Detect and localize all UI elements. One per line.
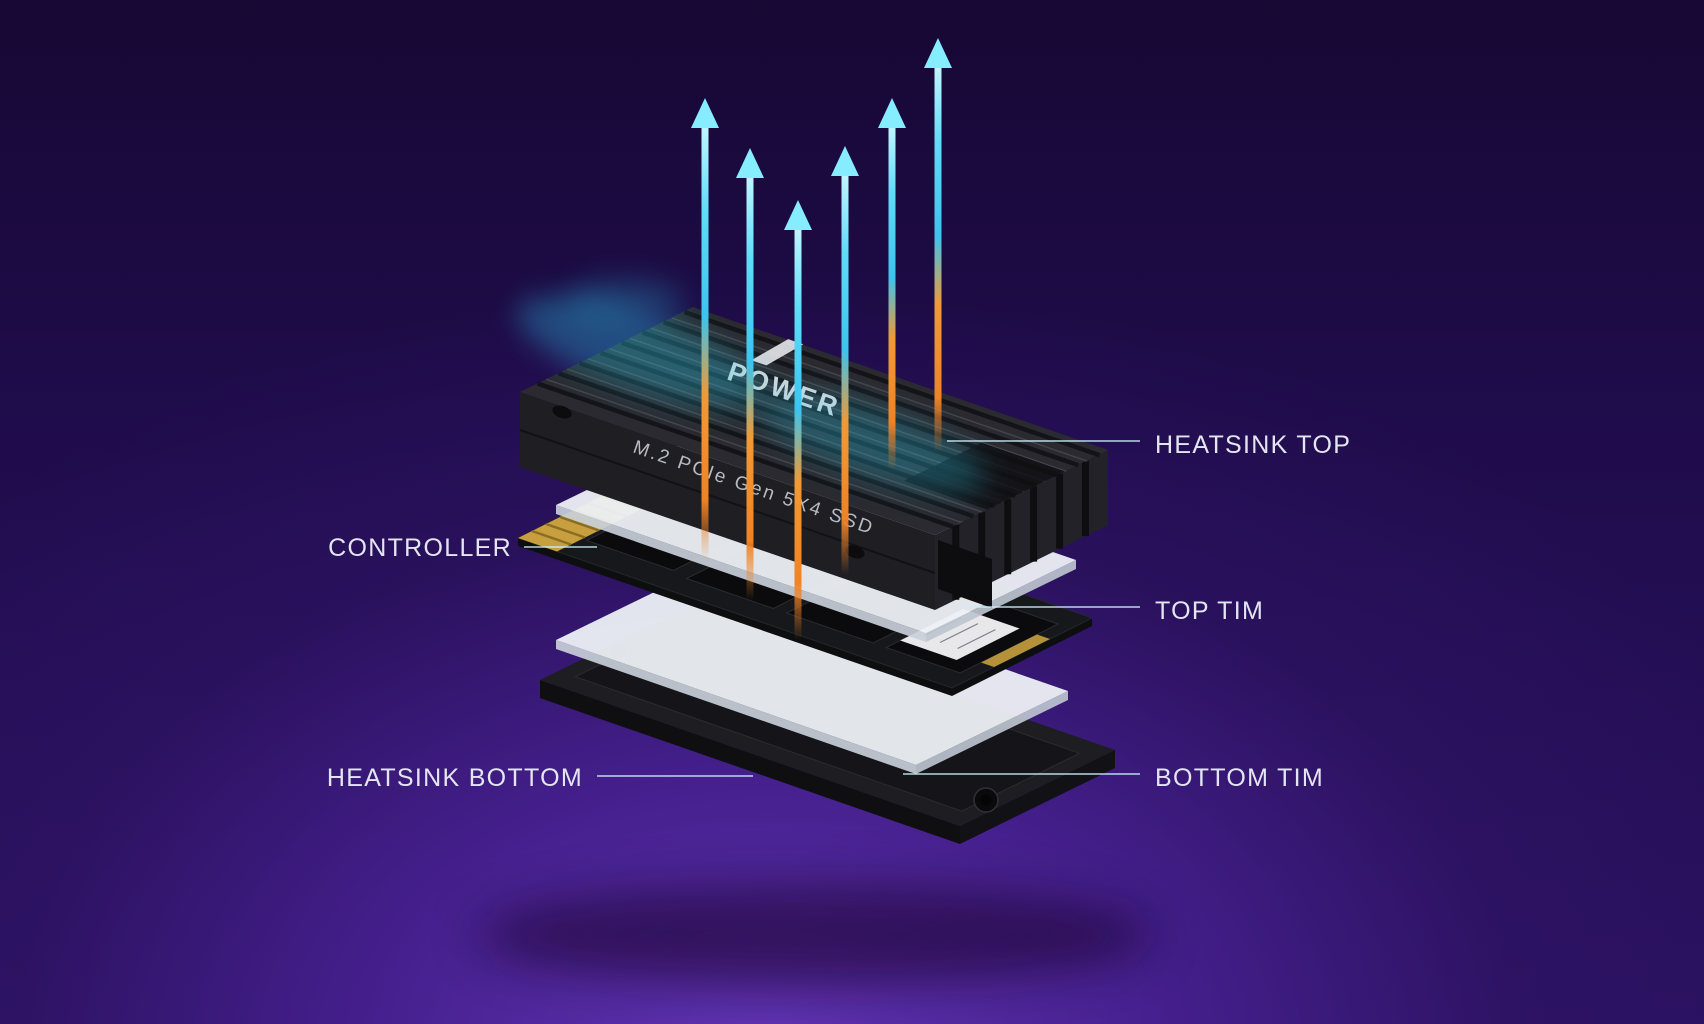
heat-flow-arrows — [691, 38, 952, 640]
callout-label-bottom-tim: BOTTOM TIM — [1155, 764, 1325, 792]
floor-reflection — [475, 883, 1155, 987]
bottom-tim-layer — [556, 566, 1068, 774]
heat-arrow — [691, 98, 719, 560]
heatsink-step-notch — [903, 442, 1065, 510]
callout-lines — [524, 440, 1140, 777]
bottom-tim-pad — [556, 566, 1068, 765]
screw-hole-right-inner — [980, 794, 992, 806]
pcb-label-sticker — [900, 609, 1020, 660]
top-tim-right-edge — [926, 560, 1076, 642]
callout-label-controller: CONTROLLER — [328, 534, 512, 562]
pcb-right-gold-pad — [981, 634, 1050, 667]
callout-label-heatsink-top: HEATSINK TOP — [1155, 431, 1352, 459]
heatsink-top-layer: M.2 PCIe Gen 5X4 SSD POWER — [516, 278, 1108, 610]
heat-arrow — [831, 146, 859, 575]
callout-label-top-tim: TOP TIM — [1155, 597, 1265, 625]
heatsink-screw-hole-left — [552, 405, 572, 419]
pcb-front-edge — [518, 538, 952, 696]
heatsink-front-notch — [938, 540, 992, 608]
bottom-tim-right-edge — [916, 691, 1068, 774]
heatsink-bottom-front-face — [540, 680, 960, 844]
bottom-tim-edge — [556, 640, 916, 774]
heat-arrow — [736, 148, 764, 600]
callout-label-heatsink-bottom: HEATSINK BOTTOM — [326, 764, 583, 792]
top-tim-edge — [556, 505, 926, 642]
pcb-right-edge — [952, 618, 1092, 696]
heat-arrow — [784, 200, 812, 640]
heatsink-front-groove — [519, 429, 936, 574]
heat-arrow — [878, 98, 906, 470]
heat-arrow — [924, 38, 952, 452]
brand-logo-slash — [751, 339, 804, 366]
heatsink-screw-hole-right — [845, 545, 865, 559]
